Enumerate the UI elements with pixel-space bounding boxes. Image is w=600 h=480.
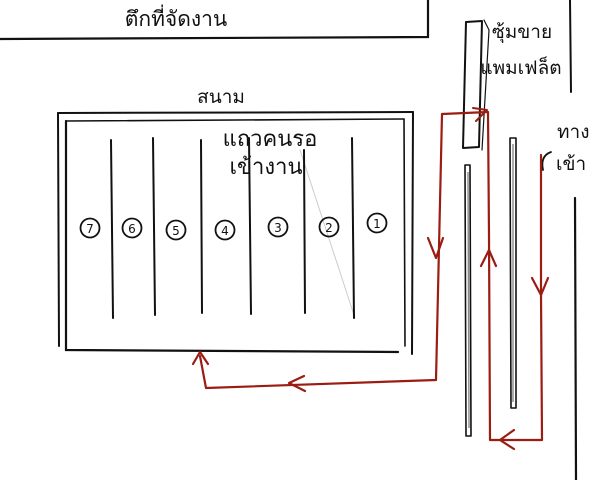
lane-number: 2: [325, 221, 333, 235]
lane-number: 4: [221, 224, 229, 238]
queue-label-line-1: แถวคนรอ: [223, 127, 318, 152]
booth-label-line-2: แพมเฟล็ต: [480, 55, 561, 79]
field-label: สนาม: [197, 86, 245, 108]
lane-divider: [248, 137, 252, 315]
lane-divider: [110, 139, 114, 319]
field-inner-right-line: [403, 118, 406, 347]
route-line-right-column: [487, 234, 544, 442]
arrowhead-icon: [191, 350, 210, 366]
route-line-over-top: [198, 110, 491, 390]
right-pole: [509, 137, 517, 409]
right-boundary-line: [573, 196, 578, 480]
pamphlet-booth: ซุ้มขาย แพมเฟล็ต: [462, 19, 562, 151]
lane-marker-1: 1: [366, 212, 388, 234]
lane-divider: [200, 139, 203, 314]
entrance-label-line-2: เข้า: [556, 153, 586, 175]
right-boundary-line: [569, 0, 572, 93]
lane-number: 3: [274, 221, 282, 235]
arrowhead-icon: [498, 428, 516, 451]
building-label: ตึกที่จัดงาน: [125, 4, 228, 31]
lane-divider: [152, 137, 156, 316]
field-faint-diagonal: [299, 149, 356, 319]
lane-number: 7: [86, 222, 94, 236]
lane-marker-5: 5: [165, 219, 187, 241]
building: ตึกที่จัดงาน: [0, 0, 430, 41]
field-outer-right-line: [411, 111, 414, 355]
lane-marker-7: 7: [79, 217, 101, 239]
booth-label-line-1: ซุ้มขาย: [492, 21, 552, 44]
lane-number: 5: [172, 224, 180, 238]
walking-route: [191, 107, 550, 451]
lane-number: 1: [373, 217, 381, 231]
lane-markers: 7 6 5 4 3 2 1: [79, 212, 388, 241]
field-inner-left-line: [64, 119, 400, 354]
entrance-label-line-1: ทาง: [557, 121, 589, 143]
entrance-bracket: [541, 151, 552, 171]
lane-marker-6: 6: [121, 217, 143, 239]
center-pole-shade: [467, 171, 470, 429]
lane-marker-2: 2: [318, 216, 340, 238]
arrowhead-icon: [479, 248, 498, 268]
field: สนาม แถวคนรอ เข้างาน 7 6: [57, 86, 414, 355]
center-pole: [464, 164, 472, 437]
arrowhead-icon: [472, 107, 488, 122]
entrance: ทาง เข้า: [541, 121, 589, 175]
queue-label-line-2: เข้างาน: [229, 155, 302, 180]
booth-outline: [462, 20, 483, 149]
lane-divider: [303, 149, 306, 314]
field-outer-left-line: [57, 112, 60, 347]
arrowhead-icon: [287, 374, 307, 393]
lane-divider: [351, 137, 355, 319]
arrowhead-icon: [426, 236, 445, 260]
lane-marker-3: 3: [267, 216, 289, 238]
building-outline: [0, 0, 430, 41]
lane-number: 6: [128, 222, 136, 236]
lane-dividers: [110, 137, 355, 319]
field-top-line: [57, 111, 414, 114]
field-inner-top-line: [65, 118, 405, 122]
lane-marker-4: 4: [214, 219, 236, 241]
